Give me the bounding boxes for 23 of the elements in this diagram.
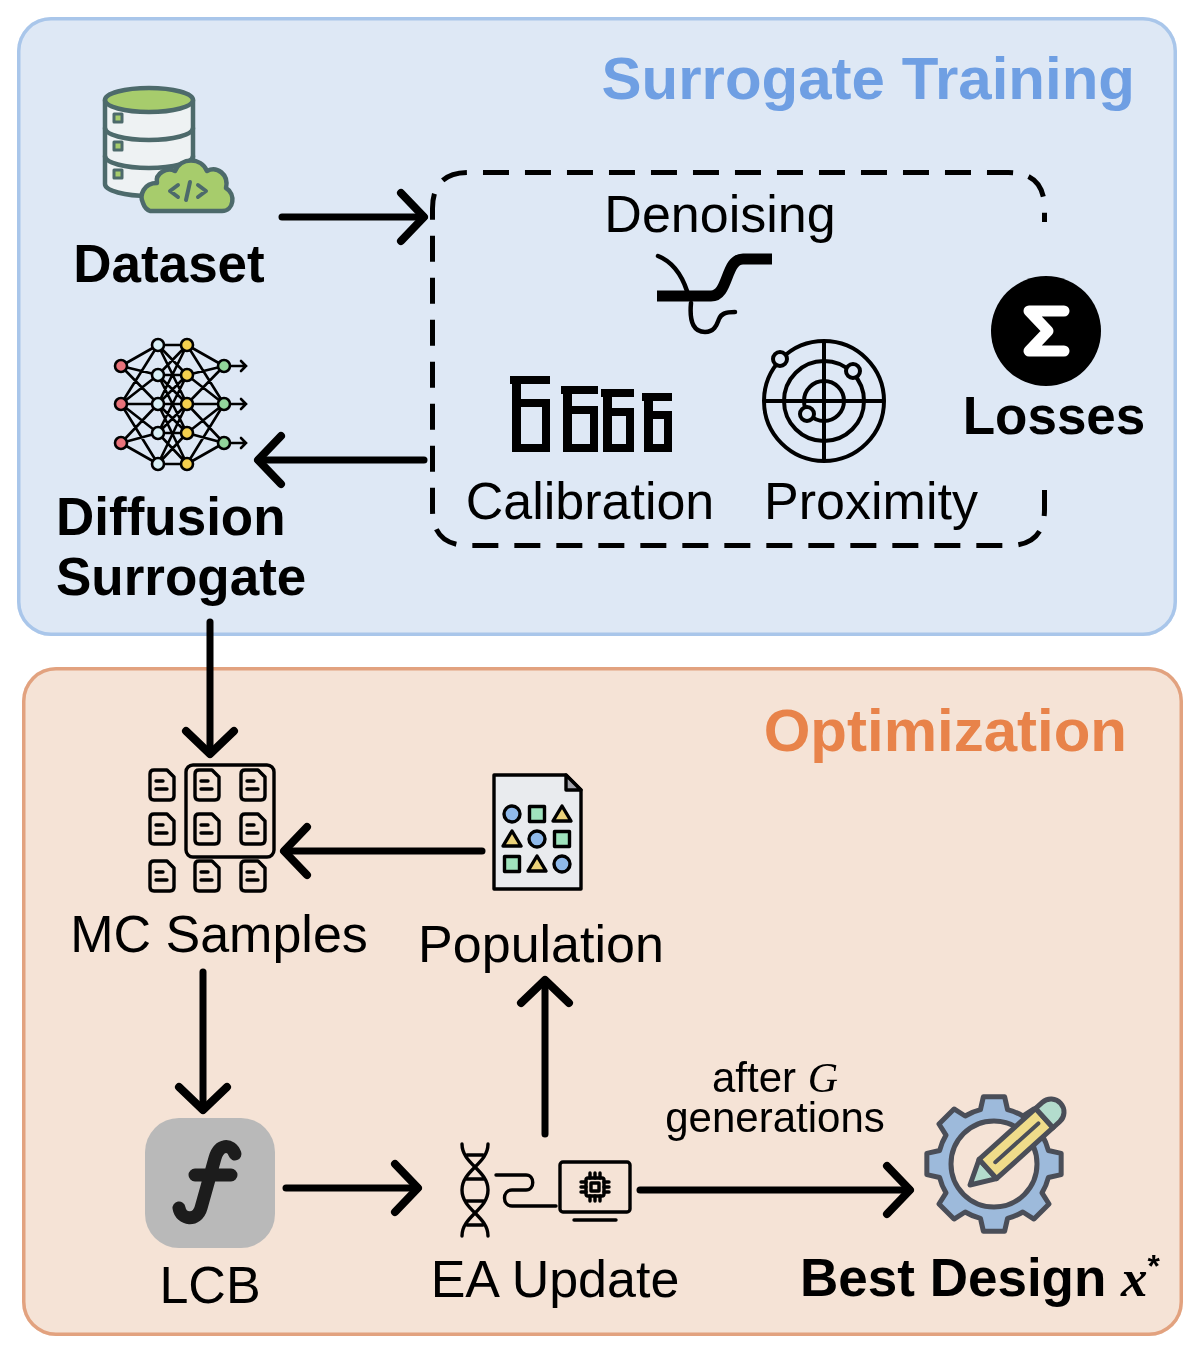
arrow <box>280 823 486 879</box>
node-label: Population <box>418 914 664 974</box>
section-panel <box>22 667 1183 1336</box>
panel-title: Optimization <box>763 696 1127 766</box>
arrow <box>517 976 573 1138</box>
panel-title: Surrogate Training <box>601 44 1135 114</box>
arrow <box>278 189 428 245</box>
node-label: Proximity <box>764 471 978 531</box>
node-label: Losses <box>962 386 1146 446</box>
arrow <box>175 968 231 1114</box>
node-label: LCB <box>159 1255 261 1315</box>
section-panel <box>17 17 1177 636</box>
node-label: MC Samples <box>70 904 368 964</box>
node-label: Best Design x$^{*}$ <box>800 1248 1160 1308</box>
arrow <box>636 1162 914 1218</box>
node-label: Denoising <box>604 184 836 244</box>
node-label: EA Update <box>430 1249 680 1309</box>
node-label: Dataset <box>73 234 265 294</box>
node-label: Calibration <box>465 471 715 531</box>
arrow <box>182 618 238 758</box>
arrow <box>282 1160 422 1216</box>
arrow <box>254 432 428 488</box>
node-label: Diffusion Surrogate <box>56 487 307 607</box>
